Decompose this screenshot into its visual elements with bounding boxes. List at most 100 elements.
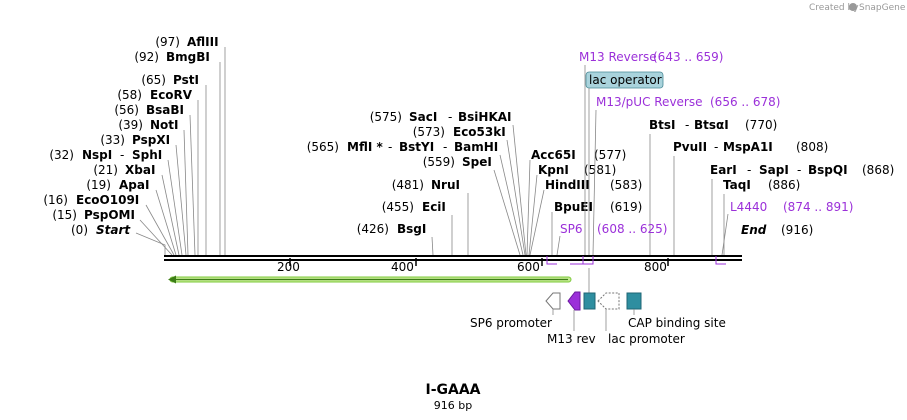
leader-lines-right [649, 134, 725, 255]
snapgene-logo-icon [849, 3, 857, 11]
enzyme-pos-btsi: (770) [745, 118, 777, 132]
enzyme-pos-ecoo109i: (16) [43, 193, 68, 207]
enzyme-name-ecii[interactable]: EciI [422, 200, 446, 214]
sequence-length: 916 bp [434, 399, 472, 412]
enzyme-group-middle: (575) SacI - BsiHKAI (573) Eco53kI (565)… [307, 110, 512, 236]
primer-range-sp6: (608 .. 625) [597, 222, 667, 236]
enzyme-pos-pspxi: (33) [100, 133, 125, 147]
enzyme-name-btsi[interactable]: BtsI [649, 118, 676, 132]
primer-leader-lines [556, 65, 729, 256]
enzyme-name-btsai[interactable]: BtsαI [694, 118, 729, 132]
enzyme-name-nspi[interactable]: NspI [82, 148, 112, 162]
enzyme-name-mspa1i[interactable]: MspA1I [723, 140, 773, 154]
enzyme-name-sapi[interactable]: SapI [759, 163, 789, 177]
tick-label-200: 200 [277, 260, 300, 274]
orf-arrow[interactable] [168, 275, 572, 284]
feature-label-sp6-promoter: SP6 promoter [470, 316, 552, 330]
primer-range-l4440: (874 .. 891) [783, 200, 853, 214]
primer-name-sp6[interactable]: SP6 [560, 222, 583, 236]
enzyme-name-spei[interactable]: SpeI [462, 155, 492, 169]
tick-label-800: 800 [644, 260, 667, 274]
enzyme-name-bsabi[interactable]: BsaBI [146, 103, 184, 117]
enzyme-name-pspomi[interactable]: PspOMI [84, 208, 135, 222]
primer-bind-marks [546, 256, 726, 265]
enzyme-name-apai[interactable]: ApaI [119, 178, 149, 192]
lac-operator-block[interactable] [583, 292, 596, 310]
enzyme-sep-saci: - [448, 110, 452, 124]
primer-range-m13-puc-reverse: (656 .. 678) [710, 95, 780, 109]
enzyme-pos-bpuei: (619) [610, 200, 642, 214]
enzyme-sep-pvuii: - [714, 140, 718, 154]
feature-label-cap-binding-site: CAP binding site [628, 316, 726, 330]
primer-group: M13 Reverse (643 .. 659) lac operator M1… [560, 50, 853, 236]
enzyme-name-taqi[interactable]: TaqI [723, 178, 751, 192]
enzyme-name-kpni[interactable]: KpnI [538, 163, 569, 177]
credit-text: Created by [809, 3, 859, 13]
enzyme-name-nrui[interactable]: NruI [431, 178, 460, 192]
feature-label-m13-rev: M13 rev [547, 332, 596, 346]
tick-label-600: 600 [517, 260, 540, 274]
enzyme-name-eari[interactable]: EarI [710, 163, 737, 177]
end-pos: (916) [781, 223, 813, 237]
enzyme-name-pspxi[interactable]: PspXI [132, 133, 170, 147]
enzyme-name-acc65i[interactable]: Acc65I [531, 148, 576, 162]
primer-name-m13-reverse[interactable]: M13 Reverse [579, 50, 657, 64]
enzyme-name-ecoo109i[interactable]: EcoO109I [76, 193, 139, 207]
enzyme-pos-mfli: (565) [307, 140, 339, 154]
m13-rev-arrow[interactable] [567, 291, 581, 311]
enzyme-pos-taqi: (886) [768, 178, 800, 192]
enzyme-name-bamhi[interactable]: BamHI [454, 140, 498, 154]
sequence-backbone: 200 400 600 800 [164, 255, 742, 274]
map-title: I-GAAA [425, 382, 480, 398]
enzyme-name-bspqi[interactable]: BspQI [808, 163, 848, 177]
end-label: End [741, 223, 767, 237]
enzyme-pos-pvuii: (808) [796, 140, 828, 154]
cap-binding-site-block[interactable] [626, 292, 642, 310]
lac-operator-label: lac operator [589, 73, 662, 87]
enzyme-name-bsgi[interactable]: BsgI [397, 222, 426, 236]
primer-range-m13-reverse: (643 .. 659) [653, 50, 723, 64]
enzyme-group-right: BtsI - BtsαI (770) PvuII - MspA1I (808) … [649, 118, 894, 237]
enzyme-name-ecorv[interactable]: EcoRV [150, 88, 193, 102]
enzyme-name-eco53ki[interactable]: Eco53kI [453, 125, 506, 139]
primer-name-l4440[interactable]: L4440 [730, 200, 767, 214]
lac-promoter-arrow[interactable] [597, 292, 620, 310]
enzyme-pos-nrui: (481) [392, 178, 424, 192]
enzyme-pos-kpni: (581) [584, 163, 616, 177]
enzyme-pos-ecii: (455) [382, 200, 414, 214]
start-pos: (0) [71, 223, 88, 237]
enzyme-name-psti[interactable]: PstI [173, 73, 199, 87]
feature-label-lac-promoter: lac promoter [608, 332, 685, 346]
enzyme-name-saci[interactable]: SacI [409, 110, 437, 124]
enzyme-sep-nspi: - [120, 148, 124, 162]
enzyme-name-bstyi[interactable]: BstYI [399, 140, 434, 154]
start-label: Start [96, 223, 131, 237]
enzyme-sep-eari: - [747, 163, 751, 177]
sp6-promoter-arrow[interactable] [545, 292, 561, 310]
enzyme-pos-apai: (19) [86, 178, 111, 192]
lac-operator-badge[interactable] [585, 71, 664, 89]
enzyme-name-xbai[interactable]: XbaI [125, 163, 155, 177]
enzyme-name-noti[interactable]: NotI [150, 118, 179, 132]
enzyme-group-left: (97) AflIII (92) BmgBI (65) PstI (58) Ec… [43, 35, 218, 237]
tick-label-400: 400 [391, 260, 414, 274]
enzyme-sep-mfli: - [388, 140, 392, 154]
enzyme-name-aflIII[interactable]: AflIII [187, 35, 219, 49]
enzyme-name-bpuei[interactable]: BpuEI [554, 200, 593, 214]
enzyme-pos-xbai: (21) [93, 163, 118, 177]
enzyme-name-pvuii[interactable]: PvuII [673, 140, 707, 154]
enzyme-pos-ecorv: (58) [117, 88, 142, 102]
enzyme-pos-hindiii: (583) [610, 178, 642, 192]
primer-name-m13-puc-reverse[interactable]: M13/pUC Reverse [596, 95, 703, 109]
leader-lines-left [135, 47, 226, 256]
enzyme-name-mfli[interactable]: MflI * [347, 140, 383, 154]
enzyme-pos-pspomi: (15) [52, 208, 77, 222]
enzyme-sep-bstyi: - [443, 140, 447, 154]
enzyme-name-sphi[interactable]: SphI [132, 148, 162, 162]
enzyme-name-hindiii[interactable]: HindIII [545, 178, 590, 192]
enzyme-name-bsihkai[interactable]: BsiHKAI [458, 110, 512, 124]
enzyme-pos-eari: (868) [862, 163, 894, 177]
enzyme-pos-nspi: (32) [49, 148, 74, 162]
enzyme-name-bmgbi[interactable]: BmgBI [166, 50, 210, 64]
